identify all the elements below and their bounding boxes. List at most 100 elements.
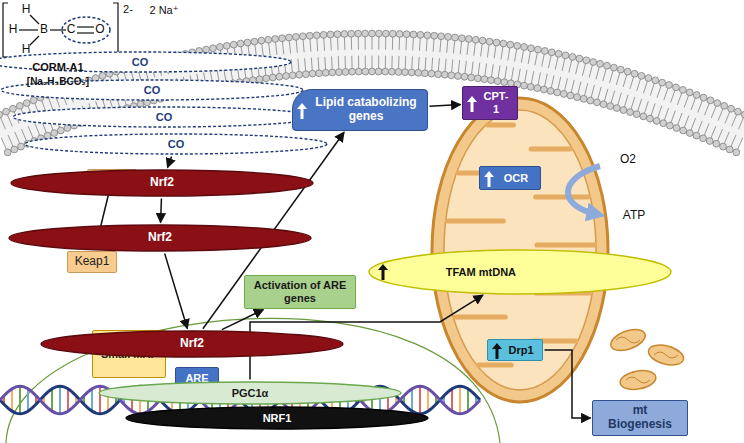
cell-membrane — [0, 30, 744, 156]
lipid-head — [501, 79, 508, 86]
lipid-tail — [311, 58, 313, 71]
node-text: OCR — [504, 172, 528, 185]
lipid-head — [569, 54, 576, 61]
lipid-head — [415, 69, 422, 76]
lipid-tail — [603, 69, 606, 82]
atom-symbol: O — [95, 23, 104, 36]
lipid-head — [362, 68, 369, 75]
lipid-head — [459, 35, 466, 42]
lipid-head — [283, 73, 290, 80]
lipid-head — [633, 111, 640, 118]
lipid-head — [376, 30, 383, 37]
lipid-head — [289, 72, 296, 79]
lipid-tail — [591, 85, 594, 98]
lipid-tail — [521, 50, 523, 63]
bracket — [3, 3, 118, 57]
node-text: CO — [156, 111, 173, 124]
lipid-head — [693, 132, 700, 139]
protein-ellipse: NRF1 — [125, 406, 429, 430]
lipid-tail — [412, 38, 414, 51]
lipid-head — [389, 30, 396, 37]
lipid-tail — [684, 95, 689, 107]
lipid-tail — [48, 98, 53, 110]
lipid-head — [265, 36, 272, 43]
lipid-head — [600, 101, 607, 108]
lipid-tail — [472, 62, 474, 75]
crista — [448, 219, 504, 224]
lipid-head — [693, 92, 700, 99]
lipid-tail — [718, 129, 723, 141]
lipid-head — [18, 143, 25, 150]
lipid-head — [349, 68, 356, 75]
lipid-tail — [596, 67, 599, 80]
lipid-head — [210, 45, 217, 52]
lipid-tail — [518, 69, 520, 82]
lipid-tail — [358, 56, 359, 69]
lipid-head — [438, 33, 445, 40]
lipid-head — [547, 88, 554, 95]
lipid-tail — [330, 38, 332, 51]
base-pair — [11, 389, 13, 412]
lipid-tail — [276, 42, 277, 55]
lipid-head — [706, 138, 713, 145]
lipid-tail — [691, 118, 696, 130]
lipid-tail — [35, 123, 40, 135]
lipid-head — [396, 31, 403, 38]
lipid-head — [382, 30, 389, 37]
lipid-tail — [551, 75, 554, 88]
lipid-tail — [684, 116, 689, 128]
lipid-head — [733, 149, 740, 156]
lipid-head — [493, 39, 500, 46]
lipid-head — [402, 69, 409, 76]
lipid-tail — [542, 54, 545, 67]
lipid-head — [465, 36, 472, 43]
protein-box: Drp1 — [487, 339, 543, 361]
lipid-head — [541, 48, 548, 55]
gene-box: Lipid catabolizing genes — [292, 89, 428, 131]
protein-ellipse: Nrf2 — [10, 169, 314, 197]
lipid-tail — [418, 57, 420, 70]
lipid-head — [342, 69, 349, 76]
lipid-head — [313, 32, 320, 39]
lipid-head — [700, 94, 707, 101]
arrow-connector — [429, 105, 460, 107]
increase-arrow-shape — [492, 343, 502, 359]
lipid-tail — [269, 43, 271, 56]
lipid-head — [403, 31, 410, 38]
lipid-tail — [624, 95, 628, 107]
crista — [531, 147, 570, 152]
base-pair — [99, 386, 101, 414]
lipid-tail — [711, 126, 716, 138]
small-mitochondria — [608, 325, 686, 392]
lipid-head — [481, 76, 488, 83]
lipid-tail — [425, 57, 427, 70]
lipid-tail — [630, 77, 634, 89]
atom-symbol: B — [40, 23, 48, 36]
lipid-head — [721, 102, 728, 109]
lipid-tail — [571, 80, 574, 93]
lipid-head — [382, 68, 389, 75]
lipid-tail — [711, 106, 716, 118]
lipid-head — [590, 59, 597, 66]
enzyme-box: CPT-1 — [462, 86, 518, 120]
lipid-tail — [431, 58, 433, 71]
lipid-head — [528, 45, 535, 52]
lipid-head — [230, 41, 237, 48]
lipid-tail — [508, 48, 510, 61]
lipid-tail — [525, 70, 527, 83]
crista — [537, 243, 594, 248]
arrow-connector — [160, 198, 162, 222]
lipid-head — [666, 122, 673, 129]
lipid-head — [726, 146, 733, 153]
lipid-head — [548, 49, 555, 56]
lipid-tail — [494, 46, 496, 59]
mtdna-ellipse: TFAM mtDNA — [368, 249, 672, 295]
lipid-tail — [598, 87, 601, 100]
co-molecule: CO — [12, 106, 316, 128]
base-pair — [459, 386, 461, 414]
lipid-head — [269, 74, 276, 81]
lipid-head — [276, 73, 283, 80]
lipid-tail — [372, 56, 373, 69]
increase-arrow-shape — [297, 103, 307, 119]
lipid-head — [322, 69, 329, 76]
